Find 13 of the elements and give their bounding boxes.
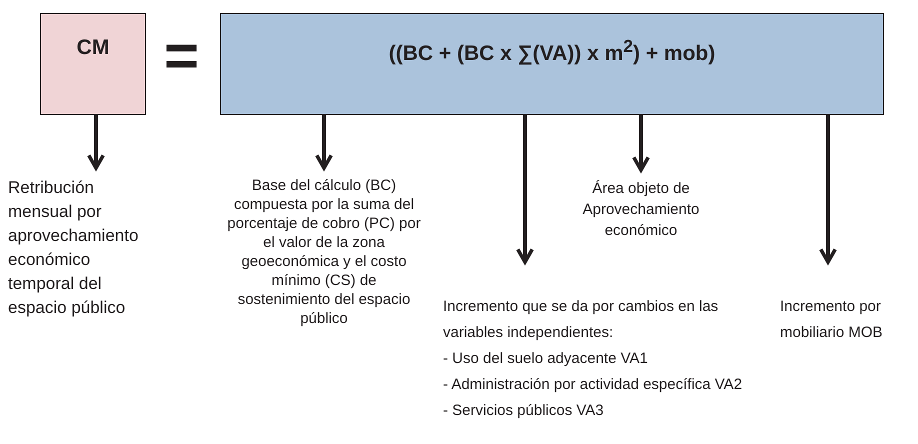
equals-sign: = [164,26,200,86]
description-text: Área objeto de Aprovechamiento económico [556,178,726,241]
description-text: Base del cálculo (BC) compuesta por la suma del porcentaje de cobro (PC) por el valor de la zona geoeconómica y el costo mínimo (CS) de sostenimiento del espacio público [226,176,422,328]
arrow [315,115,333,170]
arrow [819,115,837,264]
formula-box: CM [40,13,146,115]
description-text: Incremento por mobiliario MOB [780,294,918,346]
description-text: Incremento que se da por cambios en las variables independientes: - Uso del suelo adyacente VA1 - Administración por actividad específica VA2 - Servicios públicos VA3 [443,294,743,424]
arrow [516,115,534,264]
formula-box: ((BC + (BC x ∑(VA)) x m$^{2}$) + mob) [220,13,884,115]
arrow [87,115,105,170]
arrow [632,115,650,172]
description-text: Retribución mensual por aprovechamiento económico temporal del espacio público [8,176,158,320]
